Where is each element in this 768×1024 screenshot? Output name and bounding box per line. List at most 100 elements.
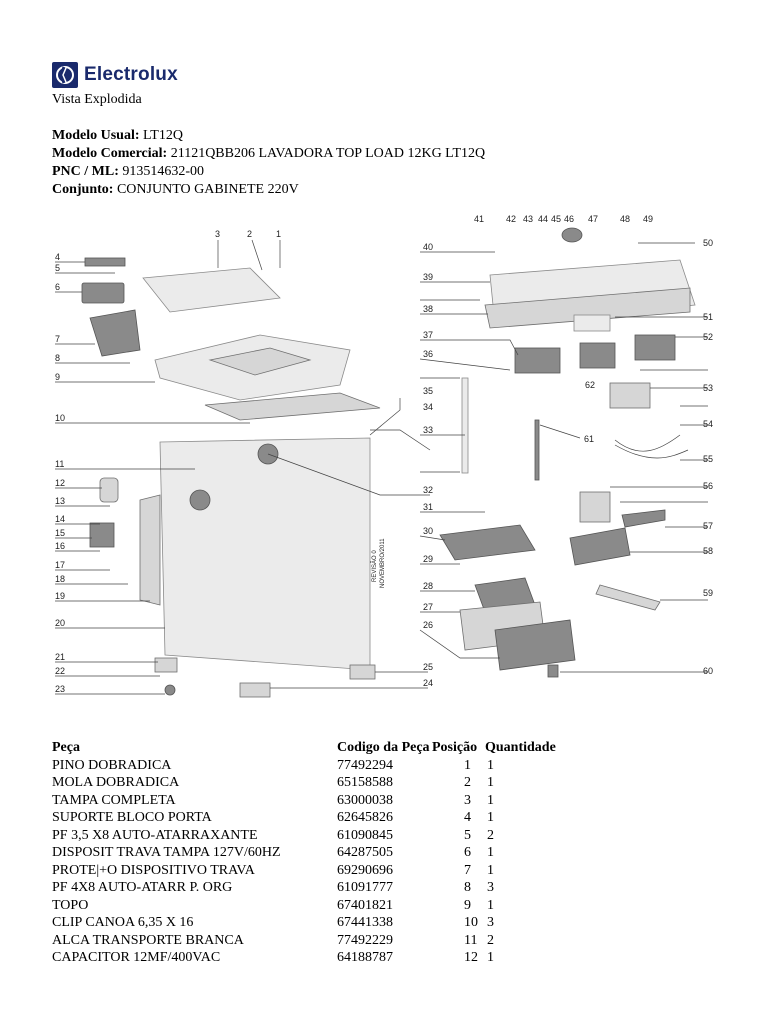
cell-posicao: 9 xyxy=(464,897,471,913)
callout-37: 37 xyxy=(423,330,433,340)
callout-62: 62 xyxy=(585,380,595,390)
callout-16: 16 xyxy=(55,541,65,551)
callout-60: 60 xyxy=(703,666,713,676)
callout-33: 33 xyxy=(423,425,433,435)
board-62-part xyxy=(579,342,616,369)
top-frame-opening xyxy=(208,347,312,376)
cell-peca: PF 4X8 AUTO-ATARR P. ORG xyxy=(52,880,233,896)
callout-5: 5 xyxy=(55,263,60,273)
board-30-part xyxy=(439,524,536,561)
callout-1: 1 xyxy=(276,229,281,239)
cell-codigo: 63000038 xyxy=(337,792,393,808)
foot-24-part xyxy=(239,682,271,698)
exploded-view-diagram: 1 2 3 4 5 6 7 8 9 10 11 12 13 14 15 16 1… xyxy=(55,214,713,698)
revision-stamp-line2: NOVEMBRO/2011 xyxy=(380,538,386,588)
cell-posicao: 12 xyxy=(464,950,478,966)
header-peca: Peça xyxy=(52,740,80,755)
cabinet-part xyxy=(159,437,371,671)
modelo-usual-value: LT12Q xyxy=(143,128,183,143)
wrench-part xyxy=(595,584,661,611)
cell-quantidade: 3 xyxy=(487,880,494,896)
callout-51: 51 xyxy=(703,312,713,322)
cell-codigo: 67441338 xyxy=(337,915,393,931)
valve-part xyxy=(579,491,611,523)
cell-codigo: 67401821 xyxy=(337,897,393,913)
callout-38: 38 xyxy=(423,304,433,314)
brand-logo: Electrolux xyxy=(52,62,178,88)
capacitor-part xyxy=(99,477,119,503)
door-lock-part xyxy=(81,282,125,304)
conjunto-label: Conjunto: xyxy=(52,182,114,197)
callout-20: 20 xyxy=(55,618,65,628)
wire-harness-part xyxy=(614,434,689,459)
callout-11: 11 xyxy=(55,459,64,469)
cell-posicao: 4 xyxy=(464,810,471,826)
callout-13: 13 xyxy=(55,496,65,506)
cell-posicao: 2 xyxy=(464,775,471,791)
callout-42: 42 xyxy=(506,214,516,224)
cell-peca: TAMPA COMPLETA xyxy=(52,792,176,808)
callout-48: 48 xyxy=(620,214,630,224)
callout-32: 32 xyxy=(423,485,433,495)
cell-peca: CAPACITOR 12MF/400VAC xyxy=(52,950,221,966)
callout-26: 26 xyxy=(423,620,433,630)
callout-21: 21 xyxy=(55,652,65,662)
foot-25-part xyxy=(349,664,376,680)
pnc-line: PNC / ML: 913514632-00 xyxy=(52,163,485,181)
callout-57: 57 xyxy=(703,521,713,531)
callout-17: 17 xyxy=(55,560,65,570)
callout-52: 52 xyxy=(703,332,713,342)
callout-22: 22 xyxy=(55,666,65,676)
callout-55: 55 xyxy=(703,454,713,464)
cell-codigo: 69290696 xyxy=(337,862,393,878)
callout-4: 4 xyxy=(55,252,60,262)
callout-41: 41 xyxy=(474,214,484,224)
cell-quantidade: 1 xyxy=(487,792,494,808)
cell-codigo: 61090845 xyxy=(337,827,393,843)
callout-27: 27 xyxy=(423,602,433,612)
cell-posicao: 8 xyxy=(464,880,471,896)
cell-posicao: 5 xyxy=(464,827,471,843)
knob-part xyxy=(561,227,583,243)
foot-21-part xyxy=(154,657,178,673)
cell-quantidade: 1 xyxy=(487,950,494,966)
callout-12: 12 xyxy=(55,478,65,488)
revision-stamp-line1: REVISÃO 0 xyxy=(371,550,378,582)
callout-54: 54 xyxy=(703,419,713,429)
callout-36: 36 xyxy=(423,349,433,359)
rod-part xyxy=(534,419,540,481)
conjunto-line: Conjunto: CONJUNTO GABINETE 220V xyxy=(52,181,485,199)
handle-part xyxy=(189,489,211,511)
panel-cover-part xyxy=(573,314,611,332)
callout-44: 44 xyxy=(538,214,548,224)
lock-bracket-part xyxy=(84,257,126,267)
callout-10: 10 xyxy=(55,413,65,423)
callout-46: 46 xyxy=(564,214,574,224)
cell-peca: CLIP CANOA 6,35 X 16 xyxy=(52,915,194,931)
cell-codigo: 77492229 xyxy=(337,932,393,948)
callout-8: 8 xyxy=(55,353,60,363)
cell-posicao: 10 xyxy=(464,915,478,931)
callout-34: 34 xyxy=(423,402,433,412)
table-header-row: Peça Codigo da Peça Posição Quantidade xyxy=(52,739,556,757)
cell-quantidade: 1 xyxy=(487,775,494,791)
callout-2: 2 xyxy=(247,229,252,239)
callout-59: 59 xyxy=(703,588,713,598)
cell-codigo: 64188787 xyxy=(337,950,393,966)
callout-50: 50 xyxy=(703,238,713,248)
table-row: CAPACITOR 12MF/400VAC 64188787 12 1 xyxy=(52,950,556,968)
callout-40: 40 xyxy=(423,242,433,252)
callout-25: 25 xyxy=(423,662,433,672)
leader-lines xyxy=(55,239,708,695)
model-info: Modelo Usual: LT12Q Modelo Comercial: 21… xyxy=(52,127,485,199)
cell-posicao: 7 xyxy=(464,862,471,878)
electrolux-logo-icon xyxy=(52,62,78,88)
capacitor-bracket-part xyxy=(89,522,115,548)
